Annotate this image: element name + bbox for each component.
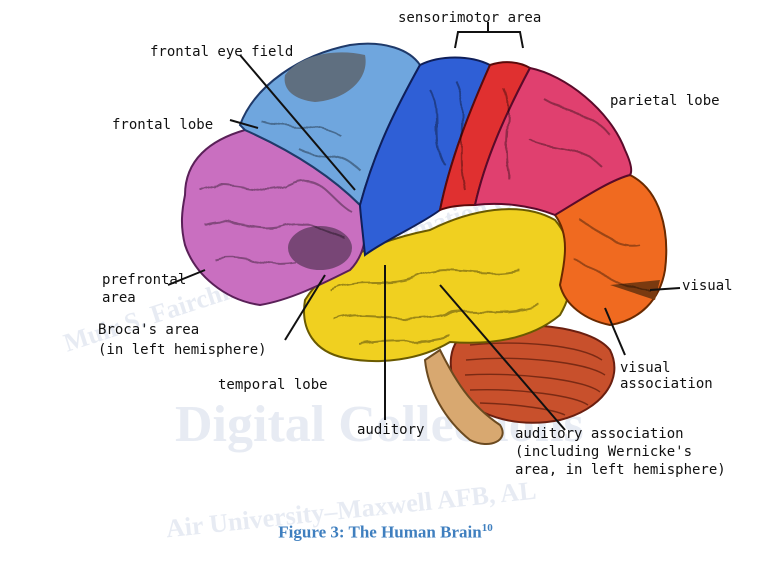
label-frontal-lobe: frontal lobe — [112, 117, 213, 133]
label-auditory-association-line2: (including Wernicke's — [515, 444, 692, 460]
label-prefrontal-line2: area — [102, 290, 136, 306]
label-broca-line2: (in left hemisphere) — [98, 342, 267, 358]
label-auditory: auditory — [357, 422, 424, 438]
label-broca-line1: Broca's area — [98, 322, 199, 338]
label-prefrontal-line1: prefrontal — [102, 272, 186, 288]
label-frontal-eye-field: frontal eye field — [150, 44, 293, 60]
figure-caption-text: Figure 3: The Human Brain — [278, 523, 481, 542]
figure-caption: Figure 3: The Human Brain10 — [0, 522, 771, 543]
label-temporal-lobe: temporal lobe — [218, 377, 328, 393]
label-visual-association-line1: visual — [620, 360, 671, 376]
label-parietal-lobe: parietal lobe — [610, 93, 720, 109]
figure-caption-footnote: 10 — [482, 522, 493, 534]
label-visual: visual — [682, 278, 733, 294]
label-sensorimotor-area: sensorimotor area — [398, 10, 541, 26]
broca-area — [288, 226, 352, 270]
label-auditory-association-line3: area, in left hemisphere) — [515, 462, 726, 478]
label-auditory-association-line1: auditory association — [515, 426, 684, 442]
label-visual-association-line2: association — [620, 376, 713, 392]
